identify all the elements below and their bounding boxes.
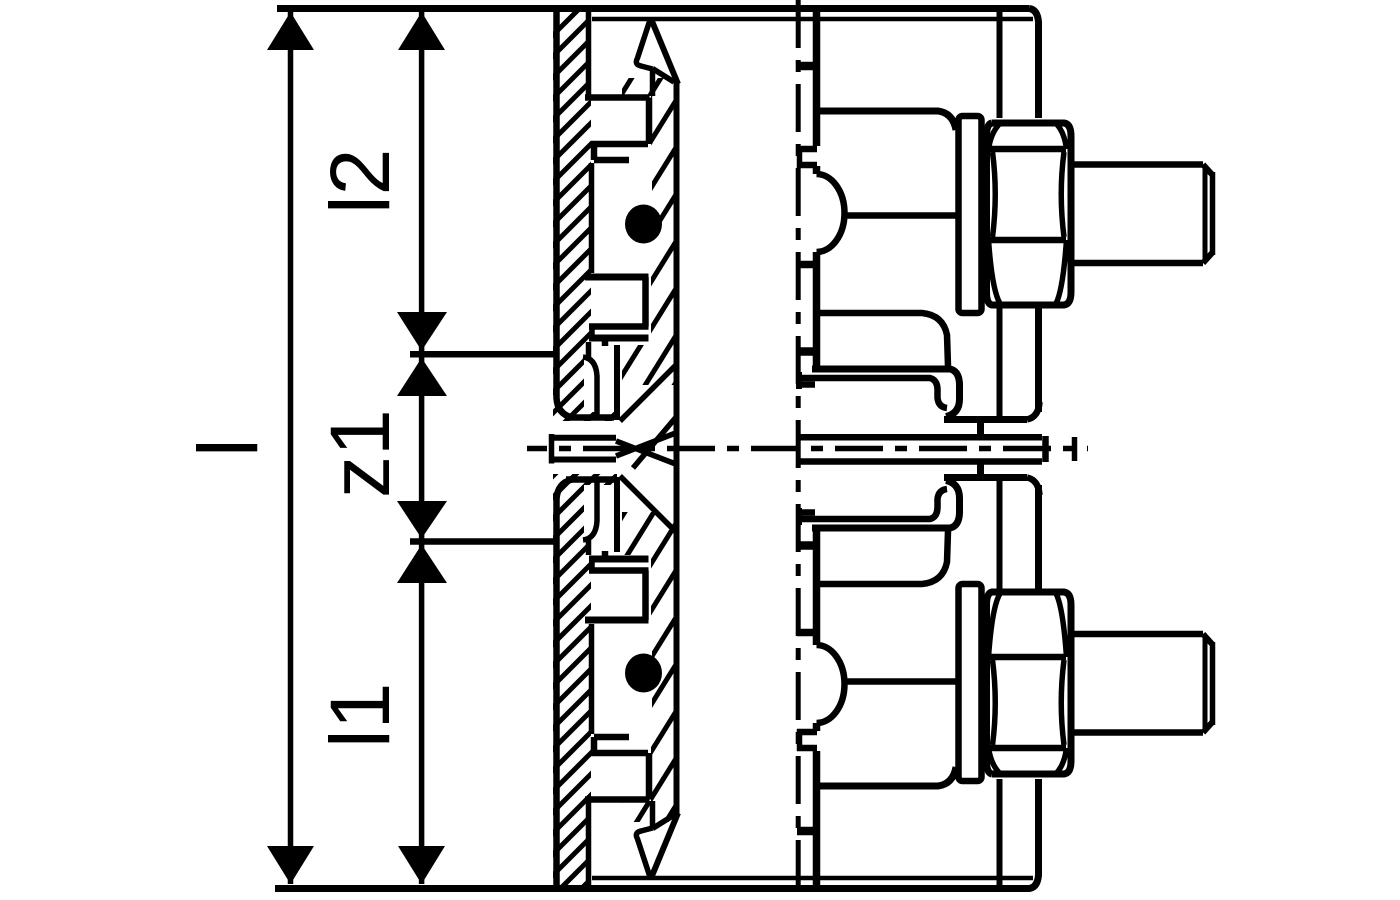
svg-text:l: l bbox=[181, 438, 275, 457]
svg-text:z1: z1 bbox=[313, 409, 407, 498]
svg-text:l2: l2 bbox=[313, 149, 407, 214]
svg-text:l1: l1 bbox=[313, 683, 407, 748]
